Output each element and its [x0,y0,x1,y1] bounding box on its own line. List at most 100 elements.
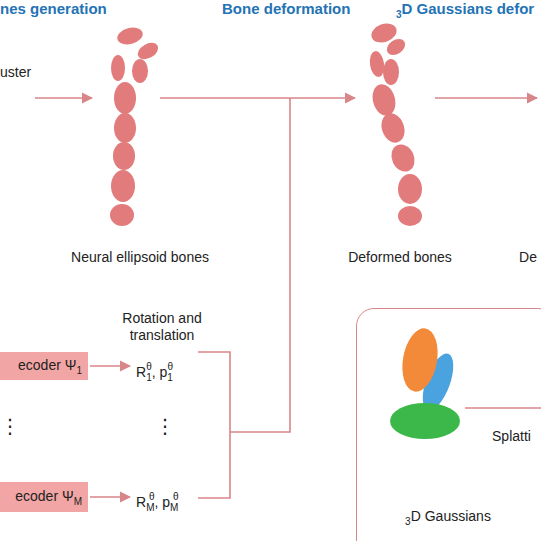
text-char: n [146,327,154,343]
text-char: s [458,508,465,524]
text-char: e [19,64,27,80]
text-char: l [161,327,164,343]
text-char: s [451,508,458,524]
text-char: r [65,0,71,17]
text-char: n [242,0,251,17]
text-char: d [402,249,410,265]
text-char: m [382,249,394,265]
text-char: s [484,508,491,524]
text-char: o [421,249,429,265]
bone-ellipse [378,110,409,146]
subscript: 3 [396,9,402,20]
bone-ellipse [114,113,136,143]
text-char: e [273,0,281,17]
text-char: e [48,357,56,373]
bracket-link [230,98,290,432]
text-char: f [281,0,286,17]
text-char: R [136,364,146,380]
text-char: s [484,0,492,17]
text-char: t [140,310,144,326]
text-char: a [512,428,520,444]
text-char: i [465,508,468,524]
text-char: r [528,0,534,17]
text-char: e [18,357,26,373]
text-char: c [23,488,30,504]
text-char: o [519,0,528,17]
text-char: s [154,327,161,343]
text-char: i [156,249,159,265]
text-char: p [162,494,170,510]
superscript: θ [173,491,179,502]
bone-ellipse [387,141,419,176]
text-char: B [222,0,233,17]
text-char: a [101,249,109,265]
text-char: e [81,249,89,265]
text-char: n [186,249,194,265]
text-char: l [509,428,512,444]
text-char: t [172,327,176,343]
text-char: i [176,327,179,343]
text-char [26,0,30,17]
text-char: t [15,64,19,80]
text-char: e [394,249,402,265]
figure-caption: Deformed bones [300,249,500,266]
text-char [158,494,162,510]
text-char: a [164,327,172,343]
text-char: l [109,249,112,265]
text-char: o [332,0,341,17]
text-char: o [33,357,41,373]
splatting-line [465,407,541,409]
text-char: e [57,0,65,17]
text-char: s [8,64,15,80]
text-char [412,0,416,17]
text-char: n [167,310,175,326]
text-char: , [155,494,159,510]
subscript: 1 [146,372,152,383]
text-char: e [194,249,202,265]
text-char: a [138,327,146,343]
text-char: o [148,249,156,265]
text-char: m [301,0,314,17]
text-char [167,249,171,265]
text-char: e [116,249,124,265]
text-char: o [132,310,140,326]
text-char: e [39,0,47,17]
text-char: c [26,357,33,373]
text-char: n [429,249,437,265]
gaussians-panel: 3D Gaussians [356,308,541,541]
text-char: t [130,327,134,343]
text-char: o [88,0,97,17]
text-char: t [152,310,156,326]
text-char: b [414,249,422,265]
text-char: u [443,508,451,524]
decoder-arrow [90,496,130,498]
text-char: i [328,0,332,17]
gaussian-arrow [435,97,537,99]
flow-lines [35,98,541,498]
text-char: d [159,249,167,265]
merge-bracket [198,352,230,498]
text-char: o [179,327,187,343]
text-char: r [97,249,102,265]
text-char [58,488,62,504]
text-char [492,0,496,17]
text-char: a [144,310,152,326]
text-char: d [497,0,506,17]
subscript: M [74,496,82,507]
text-char: n [187,327,195,343]
bone-ellipse [135,39,161,62]
text-char: a [315,0,323,17]
deformed-bones [368,20,422,226]
text-char: i [130,249,133,265]
text-char: n [341,0,350,17]
text-char: o [159,310,167,326]
text-char [260,0,264,17]
text-char: i [462,0,466,17]
text-char: e [506,0,514,17]
text-char: Ψ [65,357,77,373]
subscript: M [146,502,154,513]
text-char: n [476,508,484,524]
text-char: o [233,0,242,17]
text-char: f [366,249,370,265]
bone-ellipse [398,174,422,204]
